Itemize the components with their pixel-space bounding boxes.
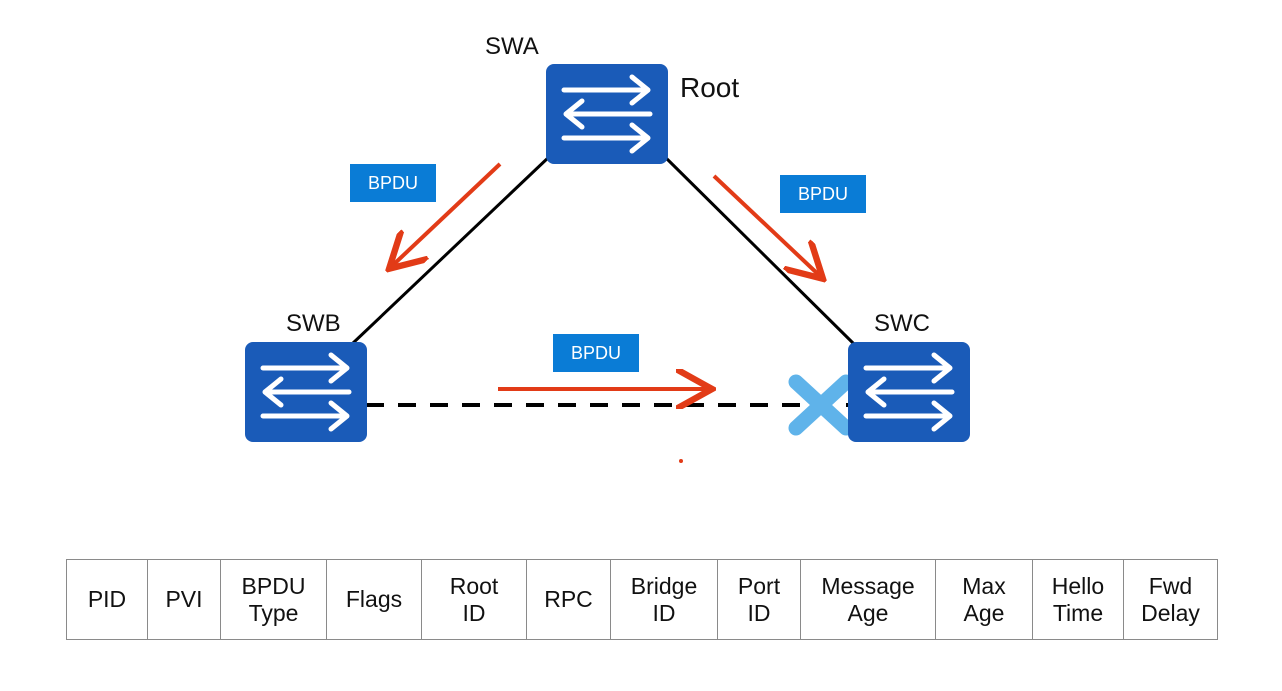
switch-swa	[546, 64, 668, 164]
field-rpc: RPC	[526, 559, 611, 640]
field-bpdu-type: BPDU Type	[220, 559, 327, 640]
field-root-id: Root ID	[421, 559, 527, 640]
field-message-age: Message Age	[800, 559, 936, 640]
field-pid: PID	[66, 559, 148, 640]
link-swa-swc	[662, 154, 858, 348]
bpdu-arrow-swa-to-swc	[712, 174, 820, 276]
switch-swb	[245, 342, 367, 442]
swb-label: SWB	[286, 310, 341, 337]
link-swa-swb	[350, 154, 552, 346]
switch-icon	[245, 342, 367, 442]
bpdu-tag-bottom: BPDU	[553, 334, 639, 372]
stray-dot	[679, 459, 683, 463]
table-row: PID PVI BPDU Type Flags Root ID RPC Brid…	[66, 559, 1218, 640]
bpdu-tag-left: BPDU	[350, 164, 436, 202]
bpdu-field-table: PID PVI BPDU Type Flags Root ID RPC Brid…	[66, 559, 1218, 640]
bpdu-tag-right: BPDU	[780, 175, 866, 213]
switch-icon	[848, 342, 970, 442]
swa-label: SWA	[485, 33, 539, 60]
switch-icon	[546, 64, 668, 164]
field-pvi: PVI	[147, 559, 221, 640]
bpdu-arrow-swa-to-swb	[392, 162, 502, 266]
field-flags: Flags	[326, 559, 422, 640]
field-max-age: Max Age	[935, 559, 1033, 640]
switch-swc	[848, 342, 970, 442]
field-fwd-delay: Fwd Delay	[1123, 559, 1218, 640]
root-label: Root	[680, 72, 740, 103]
field-bridge-id: Bridge ID	[610, 559, 718, 640]
field-hello-time: Hello Time	[1032, 559, 1124, 640]
field-port-id: Port ID	[717, 559, 801, 640]
swc-label: SWC	[874, 310, 930, 337]
blocked-x-icon	[788, 374, 854, 436]
